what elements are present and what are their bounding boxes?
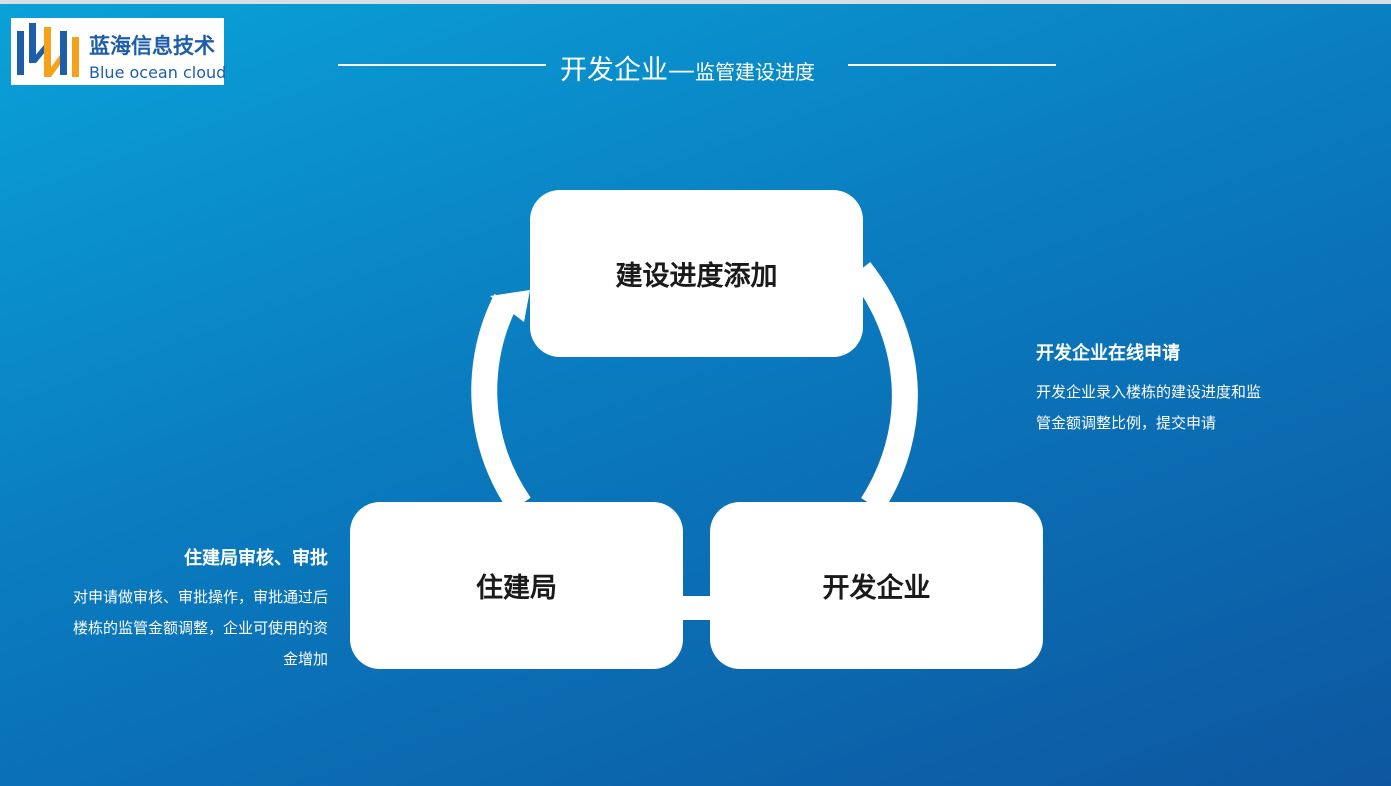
title-line-left	[338, 64, 546, 66]
node-developer: 开发企业	[710, 502, 1043, 669]
developer-description: 开发企业在线申请 开发企业录入楼栋的建设进度和监管金额调整比例，提交申请	[1036, 341, 1261, 439]
page-title: 开发企业—监管建设进度	[560, 48, 850, 87]
node-progress-add: 建设进度添加	[530, 190, 863, 357]
title-sub: 监管建设进度	[695, 60, 815, 84]
title-line-right	[848, 64, 1056, 66]
logo-mark-icon	[17, 23, 79, 77]
bureau-description: 住建局审核、审批 对申请做审核、审批操作，审批通过后楼栋的监管金额调整，企业可使…	[70, 546, 328, 675]
company-logo: 蓝海信息技术 Blue ocean cloud	[11, 18, 227, 85]
bureau-description-heading: 住建局审核、审批	[184, 548, 328, 569]
developer-description-heading: 开发企业在线申请	[1036, 343, 1180, 364]
developer-description-body: 开发企业录入楼栋的建设进度和监管金额调整比例，提交申请	[1036, 383, 1262, 432]
title-main: 开发企业	[560, 55, 668, 86]
cycle-arc-left	[471, 294, 531, 513]
cycle-arrowhead-icon	[490, 290, 530, 322]
node-housing-bureau: 住建局	[350, 502, 683, 669]
cycle-arc-right	[849, 261, 918, 513]
bureau-description-body: 对申请做审核、审批操作，审批通过后楼栋的监管金额调整，企业可使用的资金增加	[72, 588, 328, 668]
top-border	[0, 0, 1391, 4]
logo-name-en: Blue ocean cloud	[89, 63, 227, 82]
logo-name-cn: 蓝海信息技术	[89, 34, 215, 58]
title-dash: —	[668, 55, 695, 86]
